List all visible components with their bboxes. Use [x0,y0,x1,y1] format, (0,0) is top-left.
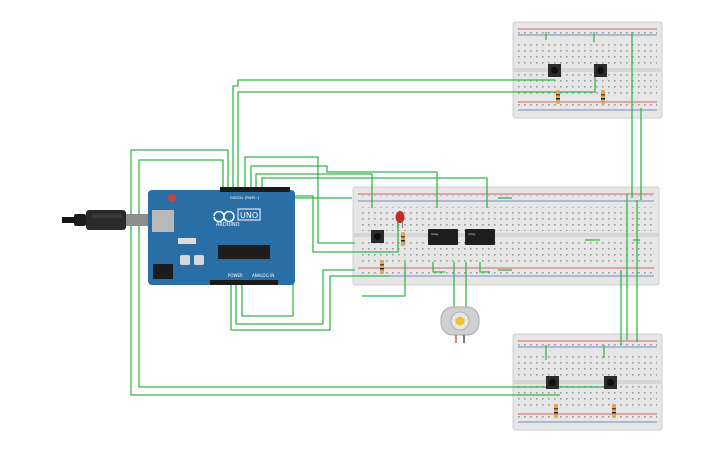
breadboard-top[interactable] [512,21,663,119]
arduino-uno-board[interactable]: ARDUINO UNO DIGITAL (PWM~) POWER ANALOG … [148,187,295,285]
reset-button [168,194,176,202]
arduino-brand: ARDUINO [216,222,240,228]
power-jack [153,264,173,279]
breadboard-middle[interactable] [352,186,660,286]
relay-1-label: relay [431,232,439,236]
resistor-4[interactable] [401,232,405,246]
resistor-6[interactable] [612,404,616,418]
resistor-1[interactable] [556,90,560,104]
pushbutton-5[interactable] [604,376,617,389]
resistor-5[interactable] [554,404,558,418]
wires[interactable] [130,32,642,396]
atmega-chip [218,245,270,259]
pushbutton-3[interactable] [371,230,384,243]
resistor-2[interactable] [601,90,605,104]
resistor-3[interactable] [380,260,384,274]
usb-port [152,210,174,232]
arduino-model: UNO [240,211,258,220]
usb-cable[interactable] [62,210,148,230]
pushbutton-2[interactable] [594,64,607,77]
relay-1[interactable]: relay [428,229,458,245]
analog-label: ANALOG IN [252,273,274,278]
infinity-logo-icon [213,210,235,223]
digital-header [220,187,290,192]
power-label: POWER [228,273,243,278]
red-led[interactable] [395,211,405,228]
power-analog-header [210,280,278,285]
pushbutton-4[interactable] [546,376,559,389]
pushbutton-1[interactable] [548,64,561,77]
dc-motor[interactable] [440,262,480,343]
digital-label: DIGITAL (PWM~) [230,196,260,200]
relay-2-label: relay [468,232,476,236]
relay-2[interactable]: relay [465,229,495,245]
breadboard-bottom[interactable] [512,333,663,431]
